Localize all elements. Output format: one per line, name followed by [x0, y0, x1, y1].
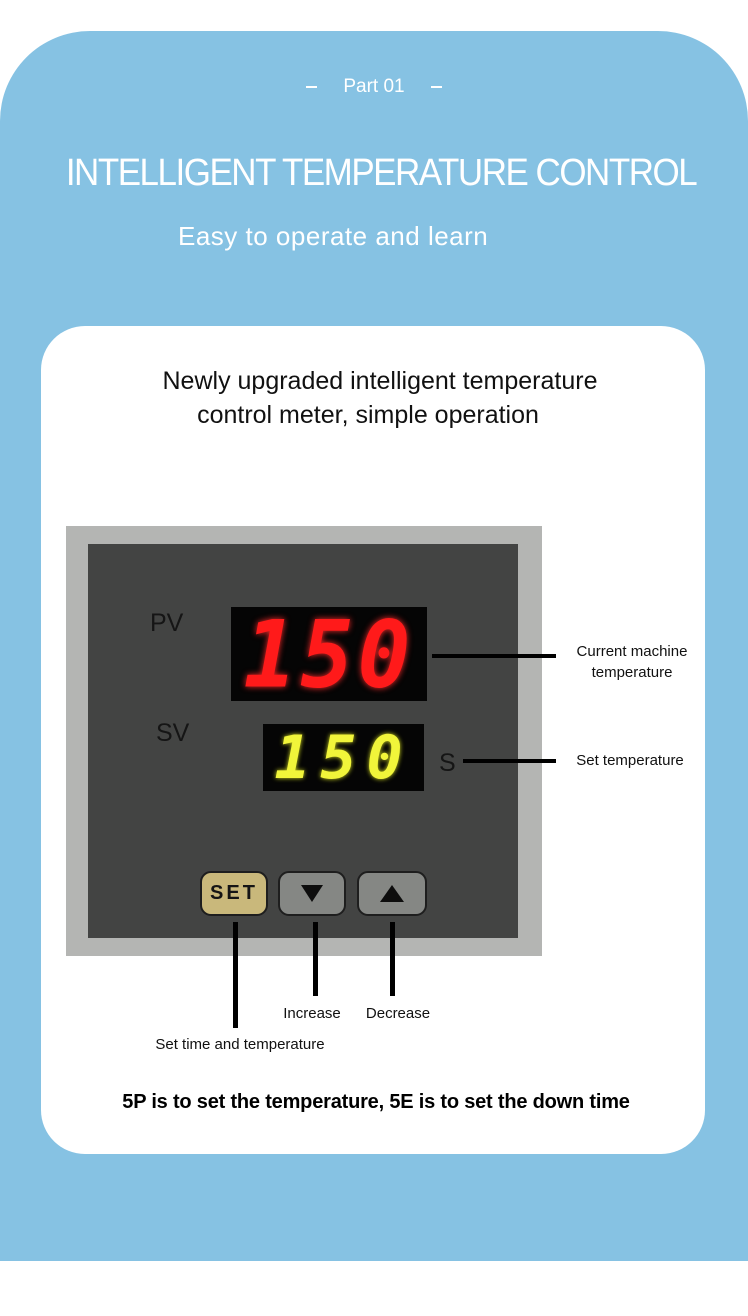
- footer-note: 5P is to set the temperature, 5E is to s…: [122, 1091, 630, 1113]
- sv-callout-line: [463, 759, 556, 763]
- down-callout-line: [313, 922, 318, 996]
- sv-value: 150: [274, 722, 413, 793]
- card-heading-line2: control meter, simple operation: [197, 401, 539, 429]
- up-button[interactable]: [357, 871, 427, 916]
- sv-label: SV: [156, 719, 190, 747]
- part-label: Part 01: [343, 76, 405, 97]
- set-button[interactable]: SET: [200, 871, 268, 916]
- dash-right: [430, 86, 442, 88]
- triangle-up-icon: [380, 885, 404, 902]
- page-title: INTELLIGENT TEMPERATURE CONTROL: [65, 152, 698, 194]
- pv-label: PV: [150, 609, 184, 637]
- sv-callout-text: Set temperature: [576, 752, 684, 769]
- up-callout-text: Decrease: [365, 1005, 431, 1022]
- triangle-down-icon: [301, 885, 323, 902]
- down-callout-text: Increase: [283, 1005, 341, 1022]
- card-heading-line1: Newly upgraded intelligent temperature: [162, 367, 598, 395]
- pv-callout-line: [432, 654, 556, 658]
- set-callout-line: [233, 922, 238, 1028]
- pv-callout-text: Current machine temperature: [566, 641, 698, 683]
- page-subtitle: Easy to operate and learn: [178, 221, 489, 251]
- part-label-row: Part 01: [0, 76, 748, 98]
- pv-callout-line2: temperature: [591, 664, 673, 681]
- set-callout-text: Set time and temperature: [155, 1036, 325, 1053]
- pv-value: 150: [243, 599, 415, 709]
- sv-suffix-label: S: [439, 749, 456, 777]
- pv-callout-line1: Current machine: [576, 643, 688, 660]
- down-button[interactable]: [278, 871, 346, 916]
- dash-left: [306, 86, 318, 88]
- pv-display: 150: [231, 600, 427, 708]
- sv-display: 150: [263, 722, 424, 793]
- up-callout-line: [390, 922, 395, 996]
- card-heading: Newly upgraded intelligent temperature c…: [0, 364, 748, 432]
